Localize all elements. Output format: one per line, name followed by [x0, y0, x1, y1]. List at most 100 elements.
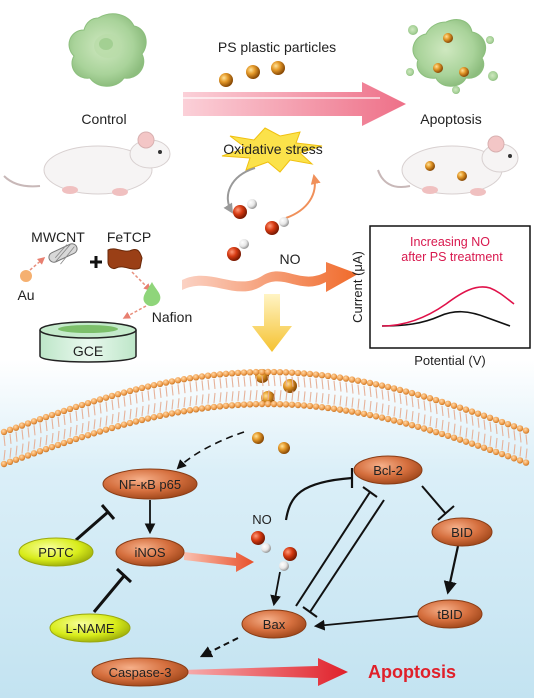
lipid-head-icon [84, 399, 92, 407]
lipid-head-icon [306, 370, 314, 378]
lipid-head-icon [522, 459, 530, 466]
lipid-head-icon [516, 457, 524, 464]
lipid-head-icon [462, 438, 470, 445]
lipid-head-icon [288, 369, 296, 376]
lipid-head-icon [228, 370, 236, 377]
apoptosis-bottom-label: Apoptosis [368, 662, 456, 682]
lipid-head-icon [258, 368, 266, 376]
node-tbid-label: tBID [437, 607, 462, 622]
fetcp-label: FeTCP [107, 229, 151, 245]
lipid-head-icon [294, 369, 302, 377]
graph-title-line1: Increasing NO [410, 235, 490, 249]
node-nfkb-label: NF-κB p65 [119, 477, 181, 492]
lipid-head-icon [144, 383, 152, 390]
lipid-head-icon [126, 387, 134, 395]
oxidative-stress-burst-icon [221, 127, 323, 173]
lipid-head-icon [432, 396, 440, 404]
au-label: Au [17, 287, 34, 303]
lipid-head-icon [318, 404, 326, 411]
no-middle-label: NO [280, 251, 301, 267]
lipid-head-icon [12, 424, 20, 431]
lipid-head-icon [402, 420, 410, 427]
lipid-head-icon [366, 411, 374, 419]
lipid-head-icon [510, 423, 518, 430]
lipid-head-icon [114, 391, 122, 398]
lipid-head-icon [174, 409, 182, 416]
lipid-head-icon [354, 409, 362, 416]
lipid-head-icon [204, 404, 212, 411]
lipid-head-icon [114, 423, 122, 430]
lipid-head-icon [390, 417, 398, 424]
lipid-head-icon [288, 401, 296, 408]
graph-ylabel: Current (μA) [350, 251, 365, 323]
lipid-head-icon [0, 460, 8, 468]
lipid-head-icon [66, 437, 74, 445]
lipid-head-icon [324, 372, 332, 380]
lipid-head-icon [390, 385, 398, 392]
lipid-head-icon [306, 402, 314, 410]
lipid-head-icon [336, 406, 344, 413]
lipid-head-icon [246, 401, 254, 408]
lipid-head-icon [120, 389, 128, 396]
lipid-head-icon [180, 376, 188, 383]
lipid-head-icon [60, 439, 68, 447]
cell-membrane [0, 368, 530, 468]
lipid-head-icon [234, 369, 242, 377]
lipid-head-icon [150, 381, 158, 389]
lipid-head-icon [492, 416, 500, 424]
lipid-head-icon [486, 446, 494, 454]
lipid-head-icon [432, 428, 440, 436]
lipid-head-icon [426, 427, 434, 434]
gce-electrode-icon [39, 321, 137, 363]
node-bid: BID [431, 517, 493, 547]
plus-icon [90, 256, 102, 268]
au-icon [20, 270, 32, 282]
no-lower-label: NO [252, 512, 272, 527]
node-pdtc: PDTC [18, 537, 94, 567]
lipid-head-icon [480, 412, 488, 419]
lipid-head-icon [192, 374, 200, 381]
lipid-head-icon [168, 378, 176, 385]
control-label: Control [81, 111, 126, 127]
lipid-head-icon [252, 400, 260, 408]
lipid-head-icon [0, 428, 8, 436]
cycle-arrow-icon [223, 167, 256, 214]
mwcnt-icon [48, 243, 78, 265]
lipid-head-icon [54, 441, 62, 449]
lipid-head-icon [474, 442, 482, 449]
particle-icon [219, 73, 233, 87]
lipid-head-icon [342, 407, 350, 414]
lipid-head-icon [300, 402, 308, 409]
control-curve [381, 310, 511, 327]
lipid-head-icon [324, 404, 332, 412]
lipid-head-icon [354, 377, 362, 384]
lipid-head-icon [102, 426, 110, 433]
lipid-head-icon [450, 402, 458, 409]
lipid-head-icon [282, 369, 290, 376]
lipid-head-icon [168, 410, 176, 417]
lipid-head-icon [108, 392, 116, 400]
lipid-head-icon [366, 379, 374, 387]
node-bid-label: BID [451, 525, 473, 540]
apoptosis-mouse-icon [377, 135, 519, 196]
node-bax: Bax [241, 609, 307, 639]
node-caspase3-label: Caspase-3 [109, 665, 172, 680]
node-inos-label: iNOS [134, 545, 165, 560]
lipid-head-icon [36, 447, 44, 455]
lipid-head-icon [90, 430, 98, 437]
lipid-head-icon [264, 368, 272, 376]
lipid-head-icon [396, 418, 404, 426]
lipid-head-icon [228, 402, 236, 409]
lipid-head-icon [48, 411, 56, 419]
lipid-head-icon [276, 368, 284, 376]
node-bcl2-label: Bcl-2 [373, 463, 403, 478]
lipid-head-icon [222, 402, 230, 409]
apoptosis-arrow-icon [180, 658, 348, 686]
lipid-head-icon [84, 431, 92, 439]
lipid-head-icon [210, 371, 218, 379]
node-bax-label: Bax [263, 617, 286, 632]
lipid-head-icon [162, 379, 170, 386]
big-pink-arrow-icon [183, 82, 406, 126]
no-molecule-icon [265, 217, 289, 235]
lipid-head-icon [402, 388, 410, 395]
